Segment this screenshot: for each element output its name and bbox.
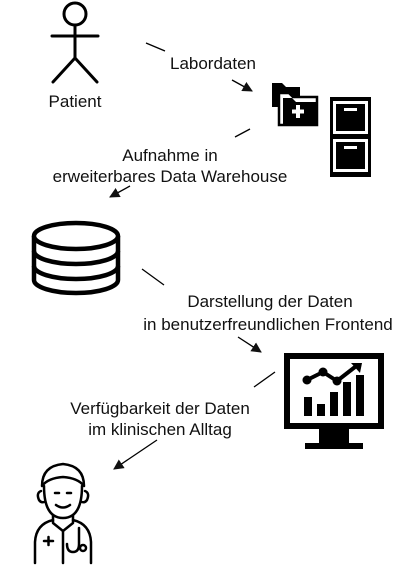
monitor-chart-icon [284,353,384,449]
patient-label: Patient [48,92,102,111]
edge-verfuegbarkeit-label-line1: Verfügbarkeit der Daten [70,399,250,418]
edge-darstellung-label-line1: Darstellung der Daten [187,292,353,311]
edge-labordaten-arrow [145,42,253,92]
edge-aufnahme-label-line1: Aufnahme in [122,146,218,165]
database-icon [31,220,121,296]
edge-aufnahme-label-line2: erweiterbares Data Warehouse [52,167,288,186]
edge-labordaten-label: Labordaten [169,54,257,73]
doctor-icon [33,462,93,565]
filing-cabinet-icon [330,97,371,177]
edge-verfuegbarkeit-label-line2: im klinischen Alltag [88,420,232,439]
stick-figure-icon [50,1,100,84]
medical-folder-icon [272,83,319,127]
edge-verfuegbarkeit-arrow [113,371,276,470]
edge-darstellung-label-line2: in benutzerfreundlichen Frontend [143,315,393,334]
edge-aufnahme-arrow [109,128,251,198]
edge-darstellung-arrow [141,268,262,353]
